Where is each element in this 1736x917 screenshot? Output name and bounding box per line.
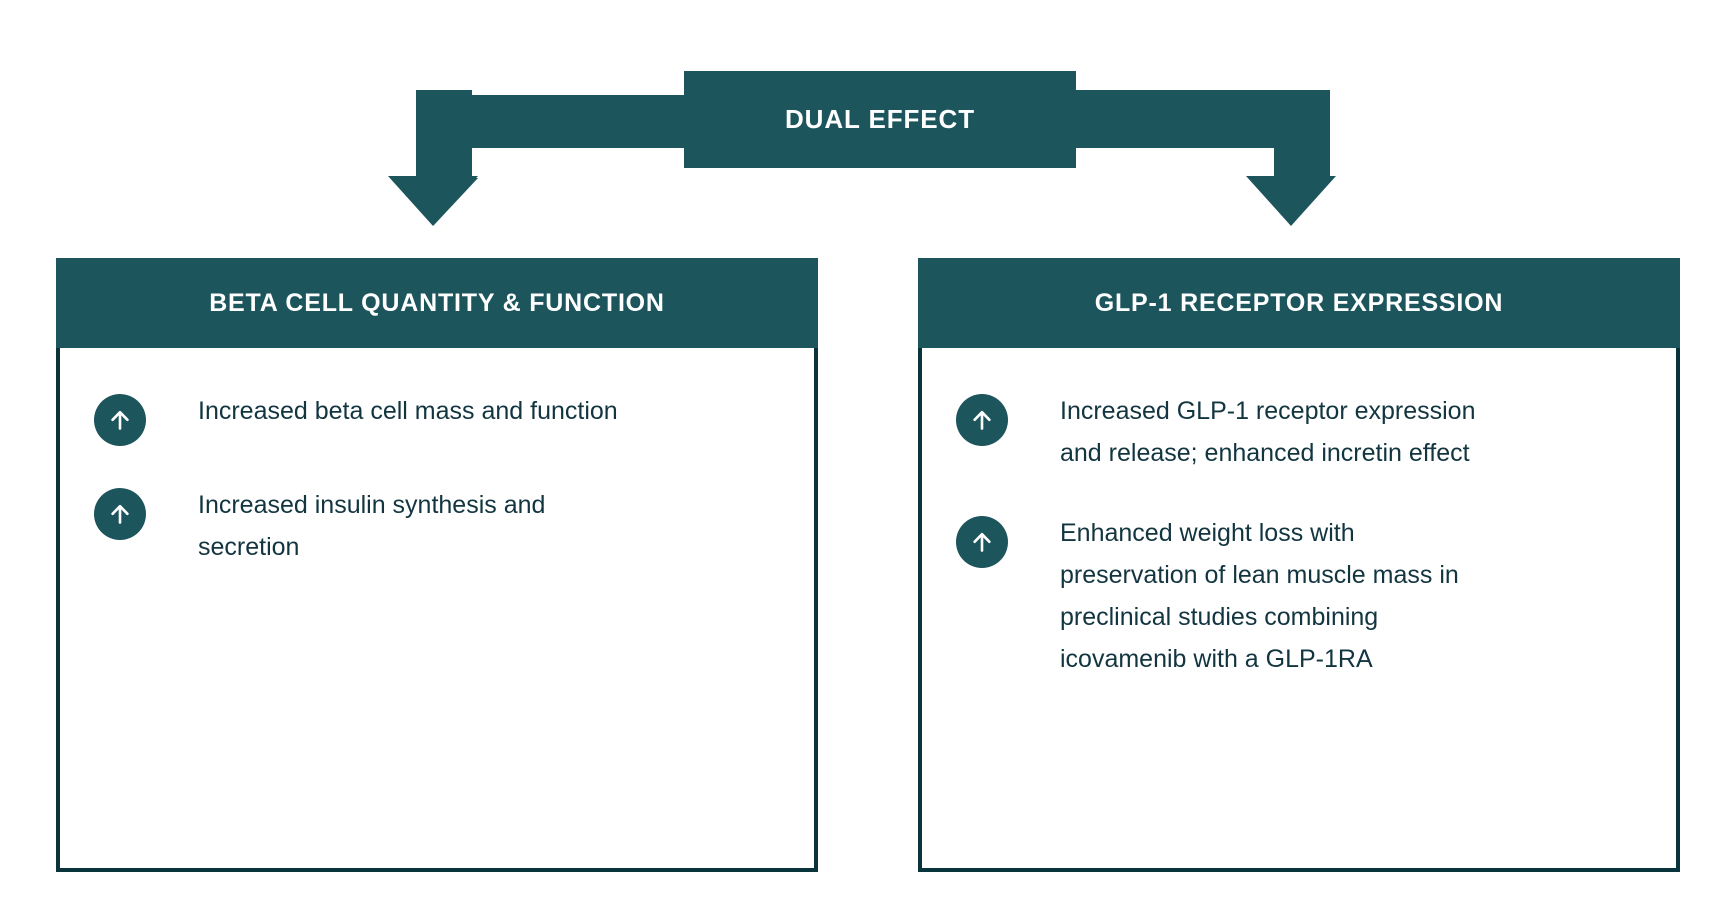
list-item: Increased insulin synthesis and secretio… bbox=[94, 484, 780, 568]
list-item-text: Increased beta cell mass and function bbox=[198, 397, 618, 425]
up-arrow-circle-icon bbox=[94, 394, 146, 446]
list-item-text: Increased insulin synthesis and secretio… bbox=[198, 491, 546, 561]
panel-beta-cell-title: BETA CELL QUANTITY & FUNCTION bbox=[209, 288, 665, 317]
list-item: Increased GLP-1 receptor expression and … bbox=[956, 390, 1642, 474]
up-arrow-circle-icon bbox=[94, 488, 146, 540]
panel-beta-cell: BETA CELL QUANTITY & FUNCTION Increased … bbox=[56, 258, 818, 872]
panel-glp1-receptor-header: GLP-1 RECEPTOR EXPRESSION bbox=[918, 258, 1680, 348]
dual-effect-banner: DUAL EFFECT bbox=[684, 71, 1076, 168]
panel-beta-cell-body: Increased beta cell mass and function In… bbox=[60, 348, 814, 868]
panel-beta-cell-header: BETA CELL QUANTITY & FUNCTION bbox=[56, 258, 818, 348]
list-item: Enhanced weight loss with preservation o… bbox=[956, 512, 1642, 680]
list-item: Increased beta cell mass and function bbox=[94, 390, 780, 446]
panel-glp1-receptor-title: GLP-1 RECEPTOR EXPRESSION bbox=[1094, 288, 1504, 317]
list-item-text: Enhanced weight loss with preservation o… bbox=[1060, 519, 1459, 673]
up-arrow-circle-icon bbox=[956, 394, 1008, 446]
panel-glp1-receptor: GLP-1 RECEPTOR EXPRESSION Increased GLP-… bbox=[918, 258, 1680, 872]
up-arrow-circle-icon bbox=[956, 516, 1008, 568]
panel-glp1-receptor-body: Increased GLP-1 receptor expression and … bbox=[922, 348, 1676, 868]
dual-effect-label: DUAL EFFECT bbox=[785, 104, 975, 134]
list-item-text: Increased GLP-1 receptor expression and … bbox=[1060, 397, 1476, 467]
